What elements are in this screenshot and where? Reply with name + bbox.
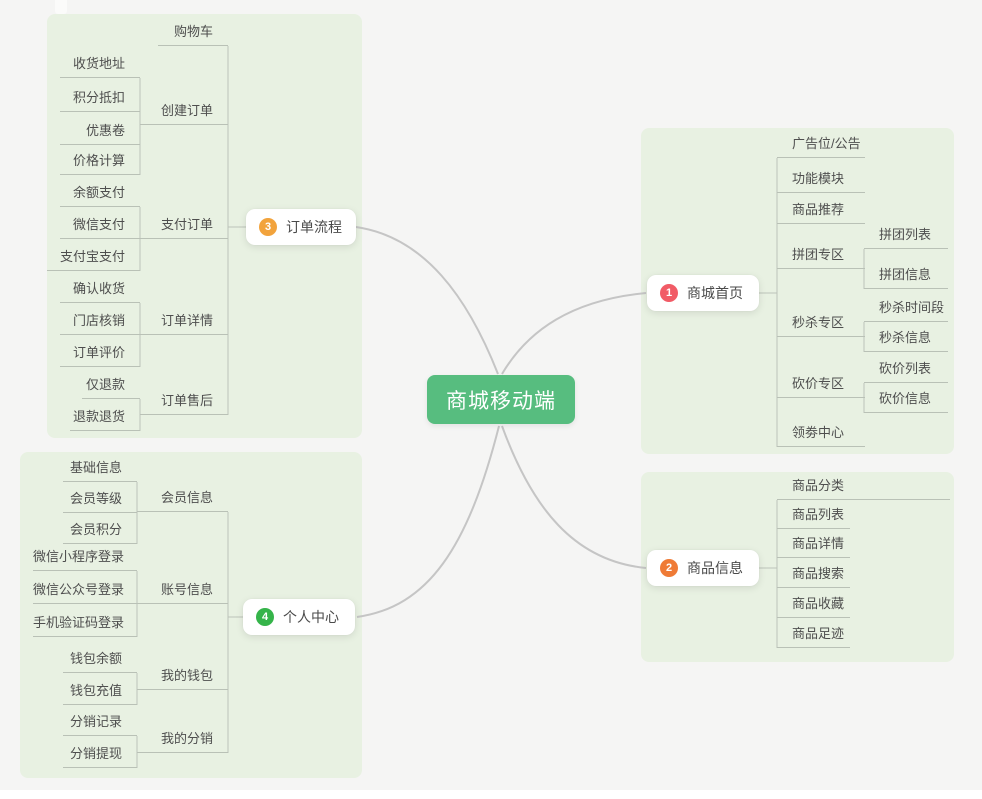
node-alipay-payment[interactable]: 支付宝支付 <box>47 248 140 271</box>
offscreen-node-peek <box>55 0 67 14</box>
node-my-distribution[interactable]: 我的分销 <box>137 730 228 753</box>
node-product-recommend[interactable]: 商品推荐 <box>777 201 865 224</box>
node-product-search[interactable]: 商品搜索 <box>777 565 850 588</box>
node-price-calculation[interactable]: 价格计算 <box>60 152 140 175</box>
main-node-product[interactable]: 2 商品信息 <box>647 550 759 586</box>
node-member-points[interactable]: 会员积分 <box>63 521 137 544</box>
node-flashsale-zone[interactable]: 秒杀专区 <box>777 314 865 337</box>
badge-1-icon: 1 <box>660 284 678 302</box>
node-bargain-list[interactable]: 砍价列表 <box>864 360 948 383</box>
node-order-detail[interactable]: 订单详情 <box>140 312 228 335</box>
root-node[interactable]: 商城移动端 <box>427 375 575 424</box>
node-shipping-address[interactable]: 收货地址 <box>60 55 140 78</box>
node-account-info[interactable]: 账号信息 <box>137 581 228 604</box>
node-order-review[interactable]: 订单评价 <box>60 344 140 367</box>
node-refund-return[interactable]: 退款退货 <box>70 408 140 431</box>
node-product-favorites[interactable]: 商品收藏 <box>777 595 850 618</box>
node-refund-only[interactable]: 仅退款 <box>82 376 140 399</box>
node-pay-order[interactable]: 支付订单 <box>140 216 228 239</box>
node-store-verification[interactable]: 门店核销 <box>60 312 140 335</box>
main-node-personal[interactable]: 4 个人中心 <box>243 599 355 635</box>
node-coupon-center[interactable]: 领劵中心 <box>777 424 865 447</box>
node-product-list[interactable]: 商品列表 <box>777 506 850 529</box>
node-distribution-withdraw[interactable]: 分销提现 <box>63 745 137 768</box>
node-basic-info[interactable]: 基础信息 <box>63 459 137 482</box>
bottom-scrollbar-track[interactable] <box>0 790 982 799</box>
curve-product <box>501 425 647 569</box>
curve-personal <box>356 425 500 618</box>
node-wallet-balance[interactable]: 钱包余额 <box>63 650 137 673</box>
node-ad-announcement[interactable]: 广告位/公告 <box>777 135 865 158</box>
node-member-info[interactable]: 会员信息 <box>137 489 228 512</box>
main-node-order-flow[interactable]: 3 订单流程 <box>246 209 356 245</box>
node-product-footprint[interactable]: 商品足迹 <box>777 625 850 648</box>
node-distribution-records[interactable]: 分销记录 <box>63 713 137 736</box>
main-node-home[interactable]: 1 商城首页 <box>647 275 759 311</box>
node-phone-code-login[interactable]: 手机验证码登录 <box>33 614 137 637</box>
node-groupbuy-list[interactable]: 拼团列表 <box>864 226 948 249</box>
main-node-label: 个人中心 <box>283 609 339 625</box>
curve-home <box>501 292 647 375</box>
main-node-label: 商品信息 <box>687 560 743 576</box>
node-groupbuy-zone[interactable]: 拼团专区 <box>777 246 865 269</box>
node-flashsale-timeslot[interactable]: 秒杀时间段 <box>864 299 948 322</box>
node-confirm-receipt[interactable]: 确认收货 <box>60 280 140 303</box>
node-wechat-payment[interactable]: 微信支付 <box>60 216 140 239</box>
node-bargain-info[interactable]: 砍价信息 <box>864 390 948 413</box>
node-wallet-recharge[interactable]: 钱包充值 <box>63 682 137 705</box>
node-create-order[interactable]: 创建订单 <box>140 102 228 125</box>
curve-order-flow <box>355 226 499 375</box>
node-my-wallet[interactable]: 我的钱包 <box>137 667 228 690</box>
node-bargain-zone[interactable]: 砍价专区 <box>777 375 865 398</box>
node-wechat-miniprogram-login[interactable]: 微信小程序登录 <box>33 548 137 571</box>
main-node-label: 商城首页 <box>687 285 743 301</box>
node-flashsale-info[interactable]: 秒杀信息 <box>864 329 948 352</box>
badge-3-icon: 3 <box>259 218 277 236</box>
node-coupon[interactable]: 优惠卷 <box>60 122 140 145</box>
node-points-deduction[interactable]: 积分抵扣 <box>60 89 140 112</box>
badge-2-icon: 2 <box>660 559 678 577</box>
node-wechat-official-login[interactable]: 微信公众号登录 <box>33 581 137 604</box>
node-product-category[interactable]: 商品分类 <box>777 477 950 500</box>
badge-4-icon: 4 <box>256 608 274 626</box>
node-member-level[interactable]: 会员等级 <box>63 490 137 513</box>
node-groupbuy-info[interactable]: 拼团信息 <box>864 266 948 289</box>
node-function-module[interactable]: 功能模块 <box>777 170 865 193</box>
node-balance-payment[interactable]: 余额支付 <box>60 184 140 207</box>
node-product-detail[interactable]: 商品详情 <box>777 535 850 558</box>
main-node-label: 订单流程 <box>286 219 342 235</box>
node-order-aftersale[interactable]: 订单售后 <box>140 392 228 415</box>
node-shopping-cart[interactable]: 购物车 <box>158 23 228 46</box>
